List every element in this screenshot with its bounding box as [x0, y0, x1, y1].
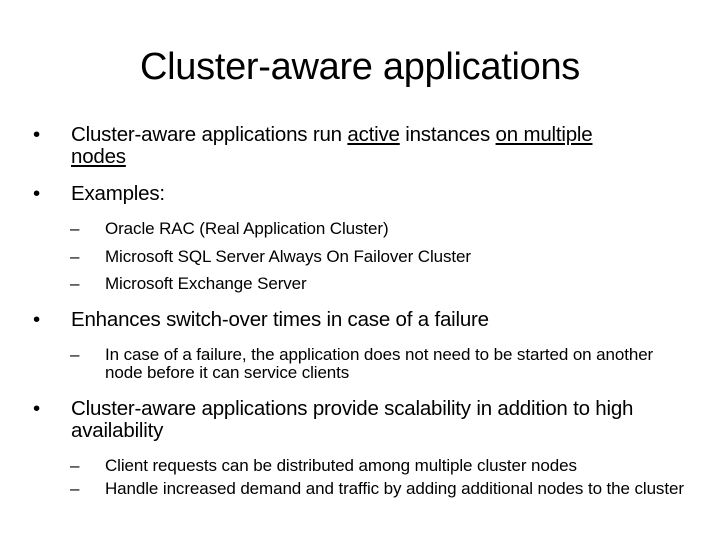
bullet-cluster-aware-run-active: • Cluster-aware applications run active …: [30, 124, 690, 168]
dash-icon: –: [70, 479, 80, 498]
underlined-active: active: [347, 123, 400, 146]
bullet-enhances-switch-over: • Enhances switch-over times in case of …: [30, 307, 690, 331]
underlined-on-multiple: on multiple: [495, 123, 593, 146]
bullet-icon: •: [33, 307, 40, 331]
sub-item-sql-server: – Microsoft SQL Server Always On Failove…: [30, 246, 690, 267]
sub-item-text: In case of a failure, the application do…: [105, 344, 654, 382]
bullet-text: Cluster-aware applications provide scala…: [71, 396, 634, 442]
bullet-text: Enhances switch-over times in case of a …: [71, 307, 489, 331]
sub-item-text: Handle increased demand and traffic by a…: [105, 479, 684, 498]
slide-title: Cluster-aware applications: [140, 46, 580, 88]
bullet-icon: •: [33, 182, 40, 205]
bullet-icon: •: [33, 123, 40, 146]
sub-item-text: Microsoft SQL Server Always On Failover …: [105, 246, 471, 266]
bullet-scalability: • Cluster-aware applications provide sca…: [30, 396, 690, 442]
bullet-text-part: instances: [399, 123, 496, 146]
bullet-icon: •: [33, 396, 40, 420]
dash-icon: –: [70, 246, 80, 266]
sub-item-in-case-of-failure: – In case of a failure, the application …: [30, 344, 690, 383]
sub-item-client-requests: – Client requests can be distributed amo…: [30, 455, 690, 476]
sub-item-text: Client requests can be distributed among…: [105, 455, 577, 475]
bullet-text: Examples:: [71, 182, 165, 205]
dash-icon: –: [70, 219, 80, 238]
slide-content: • Cluster-aware applications run active …: [30, 124, 690, 499]
bullet-examples: • Examples:: [30, 183, 690, 205]
underlined-nodes: nodes: [71, 145, 126, 168]
sub-item-exchange-server: – Microsoft Exchange Server: [30, 274, 690, 294]
sub-item-text: Oracle RAC (Real Application Cluster): [105, 219, 389, 238]
dash-icon: –: [70, 344, 80, 364]
dash-icon: –: [70, 455, 80, 475]
sub-item-oracle-rac: – Oracle RAC (Real Application Cluster): [30, 219, 690, 239]
dash-icon: –: [70, 274, 80, 293]
bullet-text-part: Cluster-aware applications run: [71, 123, 348, 146]
sub-item-handle-demand: – Handle increased demand and traffic by…: [30, 479, 690, 499]
sub-item-text: Microsoft Exchange Server: [105, 274, 307, 293]
